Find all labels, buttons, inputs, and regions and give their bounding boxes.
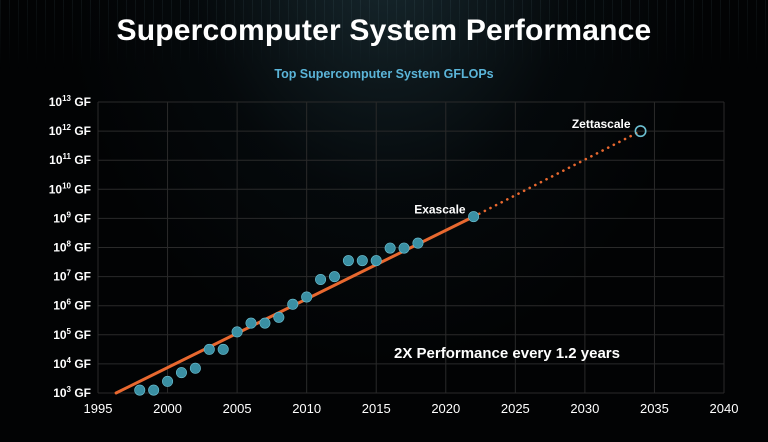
data-point <box>217 343 229 355</box>
data-point <box>162 375 174 387</box>
x-tick-label: 2010 <box>292 401 321 416</box>
y-tick-exponent: 3 <box>67 385 72 394</box>
annotations: Exascale Zettascale 2X Performance every 1… <box>394 117 631 362</box>
x-tick-label: 2020 <box>431 401 460 416</box>
y-tick-exponent: 13 <box>62 94 71 103</box>
x-tick-label: 2005 <box>223 401 252 416</box>
data-point <box>328 271 340 283</box>
data-point <box>231 326 243 338</box>
y-tick-unit: GF <box>71 357 91 371</box>
y-tick-unit: GF <box>71 299 91 313</box>
y-tick-exponent: 6 <box>67 298 72 307</box>
y-tick-label: 104 GF <box>53 356 91 371</box>
y-tick-label: 1012 GF <box>49 123 91 138</box>
y-tick-exponent: 4 <box>67 356 72 365</box>
y-tick-label: 105 GF <box>53 327 91 342</box>
data-point <box>301 291 313 303</box>
y-tick-label: 109 GF <box>53 210 91 225</box>
data-point <box>398 242 410 254</box>
data-point <box>203 343 215 355</box>
y-tick-label: 1011 GF <box>49 152 91 167</box>
x-tick-label: 1995 <box>84 401 113 416</box>
y-tick-unit: GF <box>71 328 91 342</box>
grid <box>97 101 725 394</box>
x-tick-label: 2000 <box>153 401 182 416</box>
slide-title: Supercomputer System Performance <box>116 14 652 47</box>
x-tick-label: 2030 <box>570 401 599 416</box>
y-tick-unit: GF <box>71 386 91 400</box>
x-tick-label: 2035 <box>640 401 669 416</box>
data-point <box>273 311 285 323</box>
x-tick-label: 2015 <box>362 401 391 416</box>
y-tick-exponent: 7 <box>67 269 72 278</box>
zettascale-label: Zettascale <box>572 117 631 131</box>
data-point <box>342 255 354 267</box>
y-tick-label: 107 GF <box>53 269 91 284</box>
exascale-label: Exascale <box>414 203 466 217</box>
y-tick-unit: GF <box>71 153 91 167</box>
y-tick-exponent: 5 <box>67 327 72 336</box>
y-tick-exponent: 12 <box>62 123 71 132</box>
data-point <box>175 367 187 379</box>
data-point <box>287 298 299 310</box>
data-point <box>356 255 368 267</box>
y-tick-unit: GF <box>71 124 91 138</box>
data-point <box>384 242 396 254</box>
data-point <box>189 362 201 374</box>
x-tick-label: 2025 <box>501 401 530 416</box>
zettascale-marker <box>634 125 647 138</box>
y-tick-unit: GF <box>71 211 91 225</box>
x-tick-label: 2040 <box>710 401 739 416</box>
y-tick-label: 103 GF <box>53 385 91 400</box>
data-points <box>134 125 647 396</box>
data-point <box>370 255 382 267</box>
data-point <box>412 237 424 249</box>
y-tick-label: 108 GF <box>53 240 91 255</box>
y-tick-unit: GF <box>71 270 91 284</box>
y-tick-unit: GF <box>71 182 91 196</box>
y-tick-exponent: 9 <box>67 210 72 219</box>
data-point <box>315 274 327 286</box>
data-point <box>134 384 146 396</box>
y-tick-exponent: 8 <box>67 240 72 249</box>
growth-callout: 2X Performance every 1.2 years <box>394 345 620 362</box>
data-point <box>468 211 480 223</box>
y-tick-exponent: 11 <box>63 152 72 161</box>
y-tick-label: 1013 GF <box>49 94 91 109</box>
chart-subtitle: Top Supercomputer System GFLOPs <box>274 67 494 81</box>
y-tick-unit: GF <box>71 241 91 255</box>
data-point <box>148 384 160 396</box>
data-point <box>259 317 271 329</box>
y-tick-label: 106 GF <box>53 298 91 313</box>
y-tick-label: 1010 GF <box>49 181 91 196</box>
y-tick-exponent: 10 <box>62 181 71 190</box>
data-point <box>245 317 257 329</box>
y-tick-unit: GF <box>71 95 91 109</box>
trend-line-projection <box>472 129 642 218</box>
background-streaks <box>0 0 768 70</box>
